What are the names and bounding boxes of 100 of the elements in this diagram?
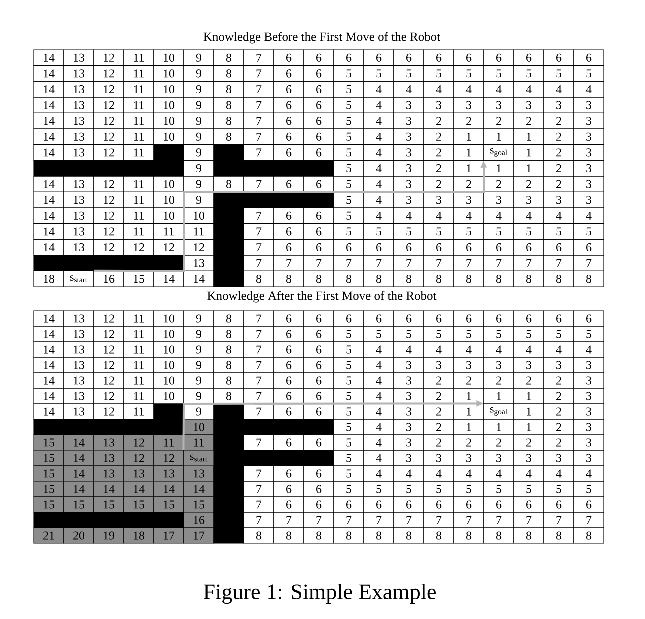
grid-cell: 4 bbox=[364, 112, 394, 130]
grid-cell: 11 bbox=[124, 128, 154, 146]
grid-cell: 8 bbox=[214, 66, 244, 82]
grid-cell: 3 bbox=[394, 97, 424, 114]
state-cell: s$_{goal}$ bbox=[484, 404, 514, 420]
grid-cell: 3 bbox=[574, 97, 604, 114]
grid-cell: 4 bbox=[484, 208, 514, 224]
grid-cell: 5 bbox=[394, 66, 424, 82]
grid-cell: 8 bbox=[214, 326, 244, 342]
grid-cell: 3 bbox=[574, 372, 604, 389]
shaded-cell: 15 bbox=[154, 496, 184, 513]
grid-cell: 1 bbox=[484, 128, 514, 146]
grid-cell: 6 bbox=[274, 176, 304, 192]
grid-cell: 14 bbox=[34, 112, 64, 130]
grid-cell: 2 bbox=[514, 434, 544, 451]
grid-cell: 6 bbox=[304, 326, 334, 342]
shaded-cell: 14 bbox=[64, 481, 94, 498]
shaded-cell: 10 bbox=[184, 419, 214, 436]
grid-cell: 6 bbox=[274, 496, 304, 513]
grid-cell: 2 bbox=[454, 112, 484, 130]
grid-cell: 4 bbox=[364, 128, 394, 146]
grid-cell: 6 bbox=[334, 239, 364, 256]
grid-cell: 14 bbox=[34, 176, 64, 192]
grid-cell: 7 bbox=[454, 512, 484, 528]
grid-cell: 6 bbox=[424, 496, 454, 513]
shaded-cell: 14 bbox=[124, 481, 154, 498]
grid-cell: 9 bbox=[184, 372, 214, 389]
grid-cell: 1 bbox=[454, 419, 484, 436]
grid-cell: 5 bbox=[334, 372, 364, 389]
grid-cell: 4 bbox=[454, 208, 484, 224]
grid-cell: 3 bbox=[544, 192, 574, 208]
grid-cell: 3 bbox=[454, 450, 484, 466]
grid-cell: 5 bbox=[544, 481, 574, 498]
grid-cell: 6 bbox=[454, 310, 484, 327]
grid-cell: 5 bbox=[454, 326, 484, 342]
grid-cell: 8 bbox=[394, 528, 424, 544]
shaded-cell: 11 bbox=[154, 434, 184, 451]
grid-cell: 2 bbox=[484, 434, 514, 451]
grid-cell: 7 bbox=[244, 97, 274, 114]
grid-cell: 5 bbox=[334, 208, 364, 224]
grid-cell: 11 bbox=[124, 326, 154, 342]
grid-cell: 7 bbox=[544, 255, 574, 272]
grid-cell: 12 bbox=[94, 388, 124, 404]
grid-cell: 6 bbox=[334, 496, 364, 513]
grid-cell: 6 bbox=[274, 81, 304, 98]
grid-cell: 3 bbox=[394, 404, 424, 420]
grid-cell: 5 bbox=[334, 342, 364, 358]
grid-cell: 8 bbox=[214, 310, 244, 327]
grid-cell: 8 bbox=[274, 270, 304, 288]
grid-cell: 7 bbox=[514, 512, 544, 528]
shaded-cell: 11 bbox=[184, 434, 214, 451]
grid-cell: 1 bbox=[454, 128, 484, 146]
grid-cell: 7 bbox=[364, 255, 394, 272]
grid-cell: 7 bbox=[244, 255, 274, 272]
grid-cell: 6 bbox=[304, 50, 334, 66]
grid-cell: 13 bbox=[64, 81, 94, 98]
grid-cell: 5 bbox=[334, 419, 364, 436]
grid-cell: 8 bbox=[274, 528, 304, 544]
grid-cell: 8 bbox=[394, 270, 424, 288]
shaded-cell: 15 bbox=[34, 434, 64, 451]
grid-cell: 6 bbox=[394, 50, 424, 66]
grid-cell: 3 bbox=[424, 450, 454, 466]
grid-cell: 12 bbox=[94, 224, 124, 240]
grid-cell: 4 bbox=[364, 404, 394, 420]
shaded-cell: 14 bbox=[184, 481, 214, 498]
grid-cell: 4 bbox=[364, 419, 394, 436]
grid-cell: 3 bbox=[394, 144, 424, 161]
shaded-cell: 14 bbox=[154, 481, 184, 498]
grid-cell: 5 bbox=[454, 224, 484, 240]
grid-cell: 8 bbox=[214, 81, 244, 98]
grid-cell: 4 bbox=[574, 466, 604, 482]
grid-cell: 5 bbox=[334, 326, 364, 342]
grid-cell: 5 bbox=[364, 66, 394, 82]
grid-cell: 4 bbox=[424, 342, 454, 358]
grid-cell: 5 bbox=[334, 388, 364, 404]
grid-cell: 7 bbox=[484, 255, 514, 272]
grid-cell: 6 bbox=[304, 81, 334, 98]
grid-cell: 2 bbox=[514, 112, 544, 130]
shaded-cell: 14 bbox=[94, 481, 124, 498]
grid-cell: 3 bbox=[514, 192, 544, 208]
grid-cell: 13 bbox=[64, 97, 94, 114]
grid-cell: 6 bbox=[304, 239, 334, 256]
grid-cell: 7 bbox=[574, 512, 604, 528]
grid-cell: 4 bbox=[364, 192, 394, 208]
grid-cell: 7 bbox=[244, 128, 274, 146]
grid-cell: 9 bbox=[184, 97, 214, 114]
grid-cell: 6 bbox=[274, 112, 304, 130]
grid-cell: 6 bbox=[424, 50, 454, 66]
grid-cell: 6 bbox=[484, 310, 514, 327]
shaded-cell: 15 bbox=[34, 481, 64, 498]
grid-cell: 14 bbox=[154, 270, 184, 288]
grid-cell: 5 bbox=[334, 176, 364, 192]
grid-cell: 3 bbox=[484, 192, 514, 208]
grid-cell: 7 bbox=[244, 239, 274, 256]
shaded-cell: 13 bbox=[154, 466, 184, 482]
grid-cell: 2 bbox=[544, 176, 574, 192]
grid-cell: 8 bbox=[214, 97, 244, 114]
grid-cell: 13 bbox=[64, 66, 94, 82]
grid-cell: 14 bbox=[34, 326, 64, 342]
grid-cell: 7 bbox=[394, 255, 424, 272]
